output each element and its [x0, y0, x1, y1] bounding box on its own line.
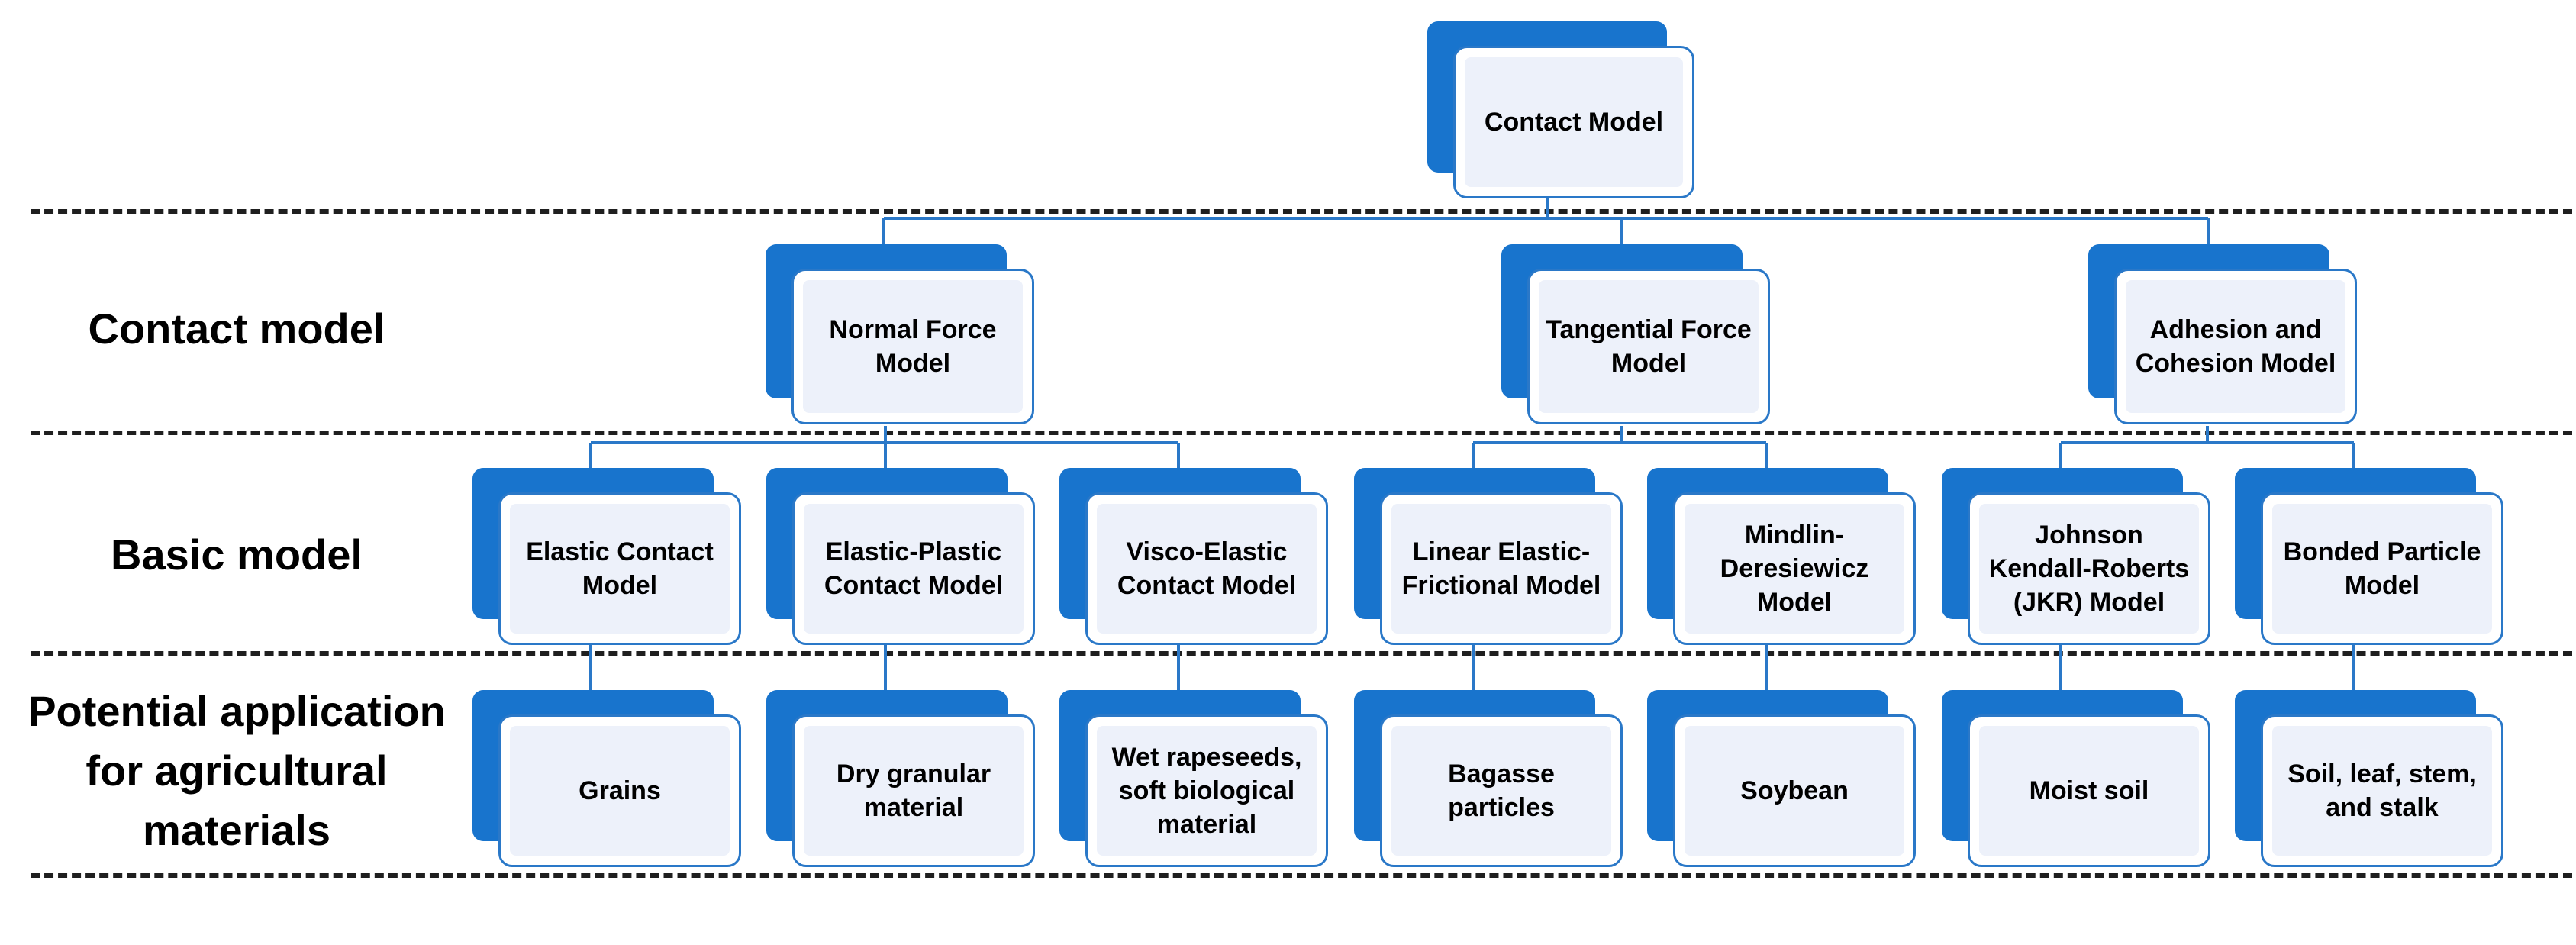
connector-normal-force: [589, 426, 1180, 484]
connector-root: [882, 197, 2210, 263]
node-label: Mindlin- Deresiewicz Model: [1720, 521, 1869, 617]
node-label: Contact Model: [1484, 108, 1664, 137]
node-box: Linear Elastic- Frictional Model: [1380, 492, 1623, 645]
row-label-potential-application: Potential application for agricultural m…: [27, 687, 446, 854]
node-app-soil-leaf-stem-stalk: Soil, leaf, stem, and stalk: [2235, 690, 2503, 867]
connector-adhesion: [2059, 426, 2355, 484]
node-app-grains: Grains: [472, 690, 741, 867]
row-label-contact-model: Contact model: [88, 305, 385, 353]
node-label: Soil, leaf, stem, and stalk: [2287, 760, 2477, 822]
node-box: Contact Model: [1453, 46, 1694, 198]
node-app-wet-rapeseeds: Wet rapeseeds, soft biological material: [1059, 690, 1328, 867]
row-label-basic-model: Basic model: [111, 531, 363, 579]
node-label: Dry granular material: [836, 760, 991, 822]
connector-tangential-force: [1472, 426, 1768, 484]
node-box: Mindlin- Deresiewicz Model: [1673, 492, 1916, 645]
node-label: Adhesion and Cohesion Model: [2135, 315, 2336, 378]
node-label: Tangential Force Model: [1546, 315, 1752, 378]
node-bonded-particle-model: Bonded Particle Model: [2235, 468, 2503, 645]
node-label: Linear Elastic- Frictional Model: [1401, 537, 1601, 600]
node-box: Normal Force Model: [791, 269, 1034, 424]
node-box: Soybean: [1673, 714, 1916, 867]
node-linear-elastic-frictional-model: Linear Elastic- Frictional Model: [1354, 468, 1623, 645]
node-box: Bonded Particle Model: [2261, 492, 2503, 645]
node-label: Johnson Kendall-Roberts (JKR) Model: [1988, 521, 2190, 617]
node-adhesion-cohesion-model: Adhesion and Cohesion Model: [2088, 244, 2357, 424]
node-label: Elastic-Plastic Contact Model: [824, 537, 1004, 600]
connector-applications: [589, 643, 2355, 710]
node-label: Moist soil: [2029, 776, 2149, 805]
node-box: Visco-Elastic Contact Model: [1085, 492, 1328, 645]
separator-line: [31, 431, 2572, 435]
node-box: Adhesion and Cohesion Model: [2114, 269, 2357, 424]
node-label: Soybean: [1740, 776, 1849, 805]
node-box: Wet rapeseeds, soft biological material: [1085, 714, 1328, 867]
node-label: Grains: [579, 776, 661, 805]
node-app-soybean: Soybean: [1647, 690, 1916, 867]
node-box: Dry granular material: [792, 714, 1035, 867]
node-box: Bagasse particles: [1380, 714, 1623, 867]
node-jkr-model: Johnson Kendall-Roberts (JKR) Model: [1942, 468, 2210, 645]
node-label: Bagasse particles: [1448, 760, 1555, 822]
node-tangential-force-model: Tangential Force Model: [1501, 244, 1770, 424]
node-box: Tangential Force Model: [1527, 269, 1770, 424]
node-label: Wet rapeseeds, soft biological material: [1111, 743, 1302, 839]
node-box: Elastic Contact Model: [498, 492, 741, 645]
node-label: Elastic Contact Model: [526, 537, 714, 600]
separator-line: [31, 651, 2572, 656]
separator-line: [31, 209, 2572, 214]
node-app-dry-granular-material: Dry granular material: [766, 690, 1035, 867]
node-contact-model: Contact Model: [1427, 21, 1694, 198]
separator-line: [31, 873, 2572, 878]
node-elastic-contact-model: Elastic Contact Model: [472, 468, 741, 645]
node-label: Visco-Elastic Contact Model: [1117, 537, 1297, 600]
node-normal-force-model: Normal Force Model: [766, 244, 1034, 424]
node-elastic-plastic-contact-model: Elastic-Plastic Contact Model: [766, 468, 1035, 645]
node-label: Normal Force Model: [829, 315, 997, 378]
node-visco-elastic-contact-model: Visco-Elastic Contact Model: [1059, 468, 1328, 645]
node-box: Johnson Kendall-Roberts (JKR) Model: [1968, 492, 2210, 645]
node-box: Grains: [498, 714, 741, 867]
node-box: Moist soil: [1968, 714, 2210, 867]
node-box: Soil, leaf, stem, and stalk: [2261, 714, 2503, 867]
node-mindlin-deresiewicz-model: Mindlin- Deresiewicz Model: [1647, 468, 1916, 645]
node-box: Elastic-Plastic Contact Model: [792, 492, 1035, 645]
node-app-moist-soil: Moist soil: [1942, 690, 2210, 867]
node-label: Bonded Particle Model: [2283, 537, 2481, 600]
node-app-bagasse-particles: Bagasse particles: [1354, 690, 1623, 867]
